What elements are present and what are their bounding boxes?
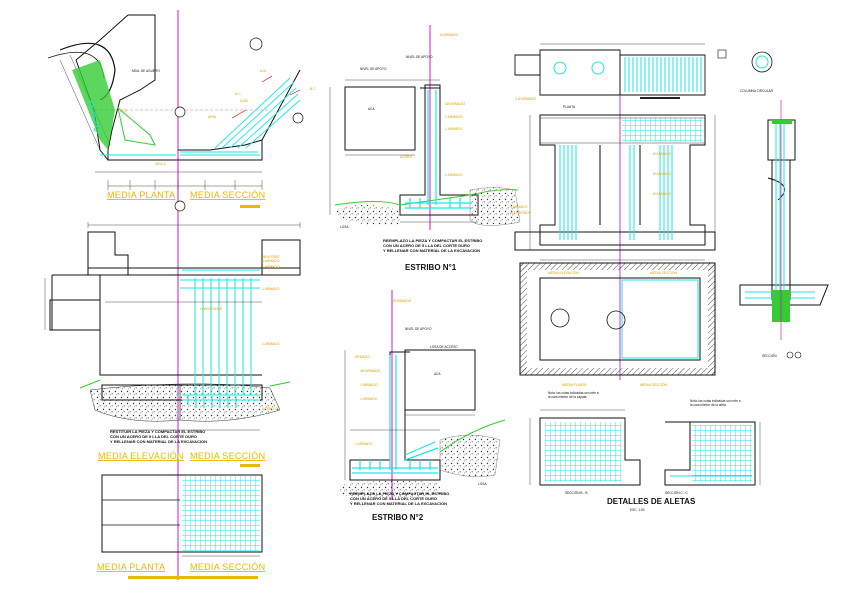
svg-text:ARMADO: ARMADO xyxy=(355,355,370,359)
svg-text:B.C: B.C xyxy=(310,87,316,91)
svg-text:LONGITUDES: LONGITUDES xyxy=(200,307,223,311)
aletas-scale: ESC. 1:50 xyxy=(630,508,645,512)
abutment-plan: MEDIA PLANTA MEDIA SECCIÓN xyxy=(97,474,265,579)
estribo1-losa-label: LOSA xyxy=(340,225,349,229)
svg-text:Ø ESTRIBOS: Ø ESTRIBOS xyxy=(510,211,531,215)
svg-text:Ø ARMADO: Ø ARMADO xyxy=(653,152,672,156)
abutment-plan-label: MEDIA PLANTA xyxy=(97,562,165,572)
pier-plan-label: MEDIA PLANTA xyxy=(562,383,587,387)
svg-text:1 ARMADO: 1 ARMADO xyxy=(262,342,280,346)
abutment-elevation: 4Ø A.FREE 1 ARMADO 1 ARMADO 1 ARMADO ACERO … xyxy=(44,222,301,467)
aletas-title: DETALLES DE ALETAS xyxy=(607,497,696,506)
estribo2-cap-label: LOSA DE ACCESO xyxy=(430,345,458,349)
abutment-elevation-label: MEDIA ELEVACIÓN xyxy=(98,451,184,461)
svg-text:NIVEL DE APOYO: NIVEL DE APOYO xyxy=(360,67,387,71)
svg-text:1 ARMADO: 1 ARMADO xyxy=(360,397,378,401)
aletas-section-cc: SECCIÓN C - C xyxy=(665,490,689,495)
svg-text:1 ARMADO: 1 ARMADO xyxy=(355,442,373,446)
svg-text:A.M: A.M xyxy=(260,69,266,73)
svg-text:ARM.: ARM. xyxy=(208,115,217,119)
svg-text:1 ARMADO: 1 ARMADO xyxy=(445,127,463,131)
svg-text:A.C.: A.C. xyxy=(235,92,242,96)
aletas-note-1: Nota: las cotas indicadas son refe a xyxy=(690,399,741,403)
svg-text:ACA: ACA xyxy=(434,372,441,376)
pier-plan-section-label: MEDIA SECCIÓN xyxy=(640,382,667,387)
abutment-plan-section-label: MEDIA SECCIÓN xyxy=(190,562,265,572)
svg-text:Ø ARMADO: Ø ARMADO xyxy=(653,192,672,196)
pier-cap-label: PLANTA xyxy=(563,105,576,109)
column-label: COLUMNA CIRCULAR xyxy=(740,89,774,93)
svg-text:1 ARMADO: 1 ARMADO xyxy=(445,173,463,177)
wingwall-section-label: MEDIA SECCIÓN xyxy=(190,190,265,200)
svg-text:ATG: ATG xyxy=(120,109,127,113)
svg-text:ACERO: ACERO xyxy=(400,155,412,159)
estribo2-note-3: Y RELLENAR CON MATERIAL DE LA EXCAVACION xyxy=(350,501,447,506)
pier-plan-note-1: Nota: las cotas indicadas son refe a xyxy=(548,391,599,395)
aletas-section-bb: SECCIÓN B - B xyxy=(565,490,588,495)
estribo1-note-2: CON UN ACERO DE 5 LLA DEL CORTE DURO xyxy=(383,243,470,248)
abutment-section-label: MEDIA SECCIÓN xyxy=(190,451,265,461)
aletas-drawing: SECCIÓN B - B SECCIÓN C - C Nota: las co… xyxy=(529,399,761,512)
column-drawing: COLUMNA CIRCULAR SECCIÓN xyxy=(717,49,829,359)
estribo2-note-2: CON UN ACERO DE 5 LLA DEL CORTE DURO xyxy=(350,496,437,501)
estribo-1: ACA NIVEL DE APOYO 4Ø ARMADO 1 ARMADO 1 AR… xyxy=(329,25,521,272)
pier-section-label: MEDIA SECCIÓN xyxy=(650,270,677,275)
pier-elevation-label: MEDIA ELEVACIÓN xyxy=(548,270,579,275)
abutment-note-2: CON UN ACERO DE 5 LLA DEL CORTE DURO xyxy=(110,434,197,439)
svg-text:8 ARMADO: 8 ARMADO xyxy=(262,259,280,263)
svg-text:8 ARMADO: 8 ARMADO xyxy=(510,205,528,209)
svg-text:4 Ø ARMADO: 4 Ø ARMADO xyxy=(515,97,536,101)
svg-text:4Ø A.FREE: 4Ø A.FREE xyxy=(262,255,280,259)
abutment-note-3: Y RELLENAR CON MATERIAL DE LA EXCAVACION xyxy=(110,439,207,444)
pier-plan-note-2: la cara interior de la zapata xyxy=(548,395,587,399)
estribo1-title: ESTRIBO N°1 xyxy=(405,263,457,272)
column-section-label: SECCIÓN xyxy=(762,353,777,358)
svg-text:1 ARMADO: 1 ARMADO xyxy=(360,383,378,387)
svg-text:1 ARMADO: 1 ARMADO xyxy=(262,287,280,291)
wingwall-plan-label: MEDIA PLANTA xyxy=(107,190,175,200)
svg-text:Ø ARMADO: Ø ARMADO xyxy=(653,172,672,176)
estribo2-nivel: NIVEL DE APOYO xyxy=(405,327,432,331)
aletas-note-2: la cara interior de la aleta xyxy=(690,403,726,407)
svg-text:ACA: ACA xyxy=(368,107,375,111)
svg-text:2Ø A.S: 2Ø A.S xyxy=(155,162,166,166)
svg-text:4Ø ARMADO: 4Ø ARMADO xyxy=(360,369,381,373)
wingwall-drawing: MDA. DE AGUERO MEDIA PLANTA MEDIA SECCIÓ… xyxy=(47,10,316,580)
svg-text:1 ARMADO: 1 ARMADO xyxy=(262,265,280,269)
estribo2-losa-label: LOSA xyxy=(478,482,487,486)
svg-text:Ø ARMADO: Ø ARMADO xyxy=(440,33,459,37)
abutment-note-1: RESTITUIR LA PIEZA Y COMPACTAR EL ESTRIB… xyxy=(110,429,205,434)
estribo-2: ACA 4Ø ARMADO 1 ARMADO 1 ARMADO ARMADO Ø AR… xyxy=(340,290,506,522)
estribo2-note-1: REEMPLAZO LA PIEZA Y COMPACTAR EL ESTRIB… xyxy=(350,491,449,496)
estribo1-nivel: NIVEL DE APOYO xyxy=(406,55,433,59)
svg-text:1 ARMADO: 1 ARMADO xyxy=(445,115,463,119)
estribo1-note-3: Y RELLENAR CON MATERIAL DE LA EXCAVACION xyxy=(383,248,480,253)
estribo2-title: ESTRIBO N°2 xyxy=(372,513,424,522)
svg-text:4Ø ARMADO: 4Ø ARMADO xyxy=(445,102,466,106)
svg-text:ACERO DE: ACERO DE xyxy=(262,407,280,411)
pier-drawing: PLANTA Ø ARMADO Ø ARMADO Ø ARMADO 8 ARMADO… xyxy=(510,43,716,399)
wall-label: MDA. DE AGUERO xyxy=(132,69,160,73)
svg-text:A.Ø3: A.Ø3 xyxy=(240,99,248,103)
svg-text:Ø ARMADO: Ø ARMADO xyxy=(393,299,412,303)
estribo1-note-1: REEMPLAZO LA PIEZA Y COMPACTAR EL ESTRIB… xyxy=(383,238,482,243)
